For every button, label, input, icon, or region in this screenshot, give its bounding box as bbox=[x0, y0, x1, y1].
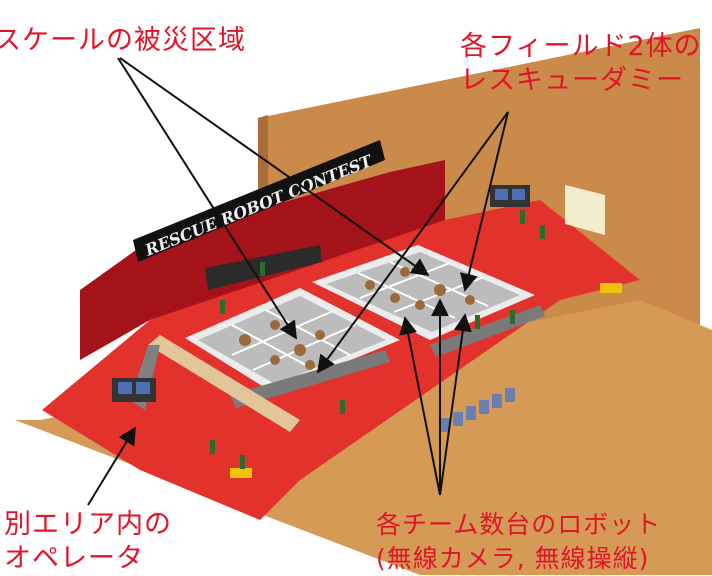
label-dummies-line1: 各フィールド2体の bbox=[460, 31, 702, 62]
field-1-debris bbox=[239, 320, 325, 370]
arrow-dummy-1 bbox=[316, 111, 509, 374]
arrow-dummy-2 bbox=[460, 111, 509, 292]
label-robots: 各チーム数台のロボット (無線カメラ, 無線操縦) bbox=[376, 508, 661, 576]
arrow-disaster-to-field-1 bbox=[117, 57, 297, 340]
field-2-debris bbox=[365, 267, 475, 310]
arrow-operator bbox=[87, 426, 136, 506]
annotation-arrows bbox=[87, 57, 509, 506]
base-board bbox=[15, 300, 712, 575]
whiteboard bbox=[565, 185, 605, 235]
field-1-track bbox=[230, 350, 390, 408]
partition-wall bbox=[148, 335, 300, 432]
label-operator: 別エリア内の オペレータ bbox=[4, 508, 172, 576]
label-operator-line2: オペレータ bbox=[4, 543, 144, 574]
arrow-disaster-to-field-2 bbox=[119, 57, 430, 277]
label-dummies-line2: レスキューダミー bbox=[460, 65, 684, 96]
label-robots-line2: (無線カメラ, 無線操縦) bbox=[376, 544, 650, 573]
label-robots-line1: 各チーム数台のロボット bbox=[376, 510, 662, 539]
spectator-seats bbox=[440, 388, 515, 432]
label-rescue-dummies: 各フィールド2体の レスキューダミー bbox=[460, 30, 702, 98]
field-2 bbox=[326, 252, 520, 332]
operator-booth-left bbox=[112, 378, 156, 402]
people bbox=[210, 210, 545, 469]
arrow-robot-3 bbox=[439, 313, 472, 496]
label-operator-line1: 別エリア内の bbox=[4, 509, 172, 540]
contest-banner bbox=[133, 140, 385, 262]
field-2-track bbox=[430, 305, 545, 357]
label-disaster-area: スケールの被災区域 bbox=[0, 25, 246, 56]
yellow-pad-2 bbox=[600, 283, 622, 293]
yellow-pad-1 bbox=[230, 468, 252, 478]
operator-booth-right bbox=[490, 185, 530, 207]
field-1 bbox=[198, 296, 386, 384]
arrow-robot-1 bbox=[399, 316, 441, 496]
